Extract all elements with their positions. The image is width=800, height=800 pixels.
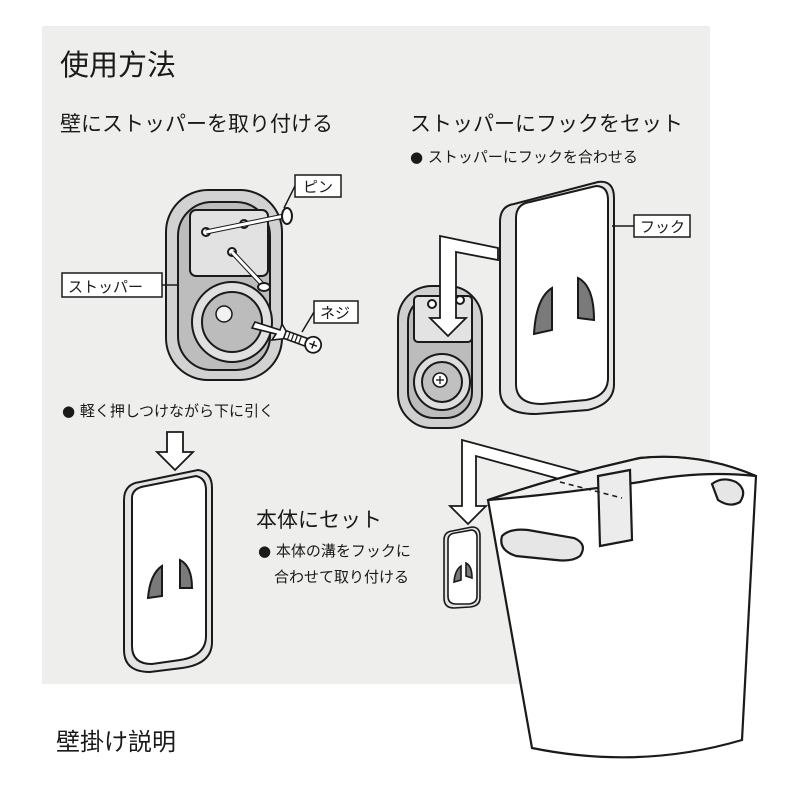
- pin-callout: [283, 174, 342, 209]
- down-arrow-icon: [154, 431, 196, 472]
- basket-illustration: [486, 455, 758, 759]
- hook-small: [443, 526, 481, 609]
- step2-heading: ストッパーにフックをセット: [410, 112, 683, 136]
- screw-callout: [301, 300, 359, 333]
- hook-large: [499, 180, 615, 416]
- step3-note-line1: ● 本体の溝をフックに: [258, 542, 411, 560]
- caption: 壁掛け説明: [56, 728, 176, 756]
- hook-callout: [612, 214, 691, 238]
- step1-heading: 壁にストッパーを取り付ける: [60, 112, 333, 136]
- hook-label: フック: [640, 218, 686, 236]
- hook-plate-front: [123, 468, 213, 674]
- step1-note: ● 軽く押しつけながら下に引く: [62, 402, 274, 420]
- stopper-label: ストッパー: [68, 278, 144, 296]
- stopper-diagram: [165, 189, 323, 381]
- pin-label: ピン: [303, 178, 334, 196]
- screw-label: ネジ: [320, 304, 351, 322]
- insert-arrow-icon: [427, 234, 499, 338]
- stopper-callout: [61, 272, 178, 298]
- step3-heading: 本体にセット: [256, 508, 382, 532]
- step3-note-line2: 合わせて取り付ける: [274, 568, 410, 586]
- step2-note: ● ストッパーにフックを合わせる: [410, 148, 638, 166]
- page-title: 使用方法: [60, 48, 177, 82]
